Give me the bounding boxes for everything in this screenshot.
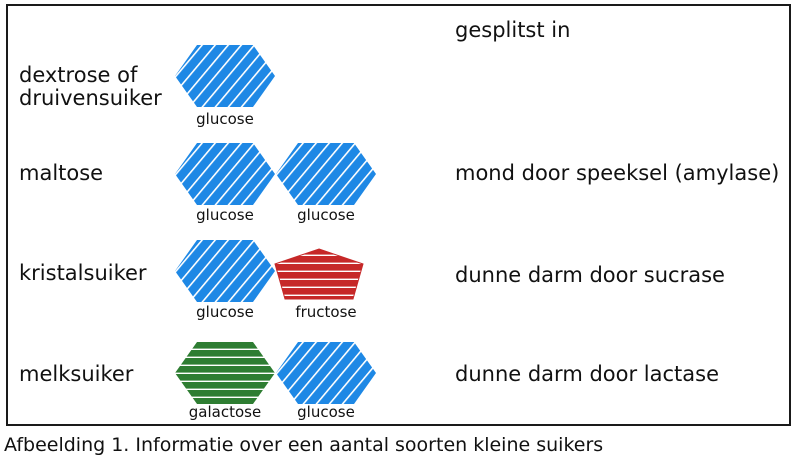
unit-label-glucose: glucose [297, 206, 355, 224]
diagram-frame [6, 4, 791, 426]
split-maltose: mond door speeksel (amylase) [455, 161, 780, 185]
unit-label-fructose: fructose [295, 303, 357, 321]
glucose-hexagon [175, 45, 275, 107]
glucose-hexagon [276, 342, 376, 404]
row-name-kristalsuiker: kristalsuiker [19, 261, 147, 285]
unit-label-glucose: glucose [297, 403, 355, 421]
row-name-dextrose-line1: dextrose of [19, 63, 138, 87]
unit-label-glucose: glucose [196, 110, 254, 128]
unit-label-glucose: glucose [196, 206, 254, 224]
figure-caption: Afbeelding 1. Informatie over een aantal… [4, 434, 604, 456]
row-name-melksuiker: melksuiker [19, 362, 134, 386]
glucose-hexagon [276, 143, 376, 205]
glucose-hexagon [175, 143, 275, 205]
unit-label-galactose: galactose [188, 403, 262, 421]
unit-label-glucose: glucose [196, 303, 254, 321]
fructose-pentagon [273, 240, 365, 302]
glucose-hexagon [175, 240, 275, 302]
split-melksuiker: dunne darm door lactase [455, 362, 719, 386]
row-name-maltose: maltose [19, 161, 104, 185]
galactose-hexagon [175, 342, 275, 404]
split-kristalsuiker: dunne darm door sucrase [455, 263, 725, 287]
row-name-dextrose-line2: druivensuiker [19, 86, 162, 110]
split-header: gesplitst in [455, 18, 571, 42]
